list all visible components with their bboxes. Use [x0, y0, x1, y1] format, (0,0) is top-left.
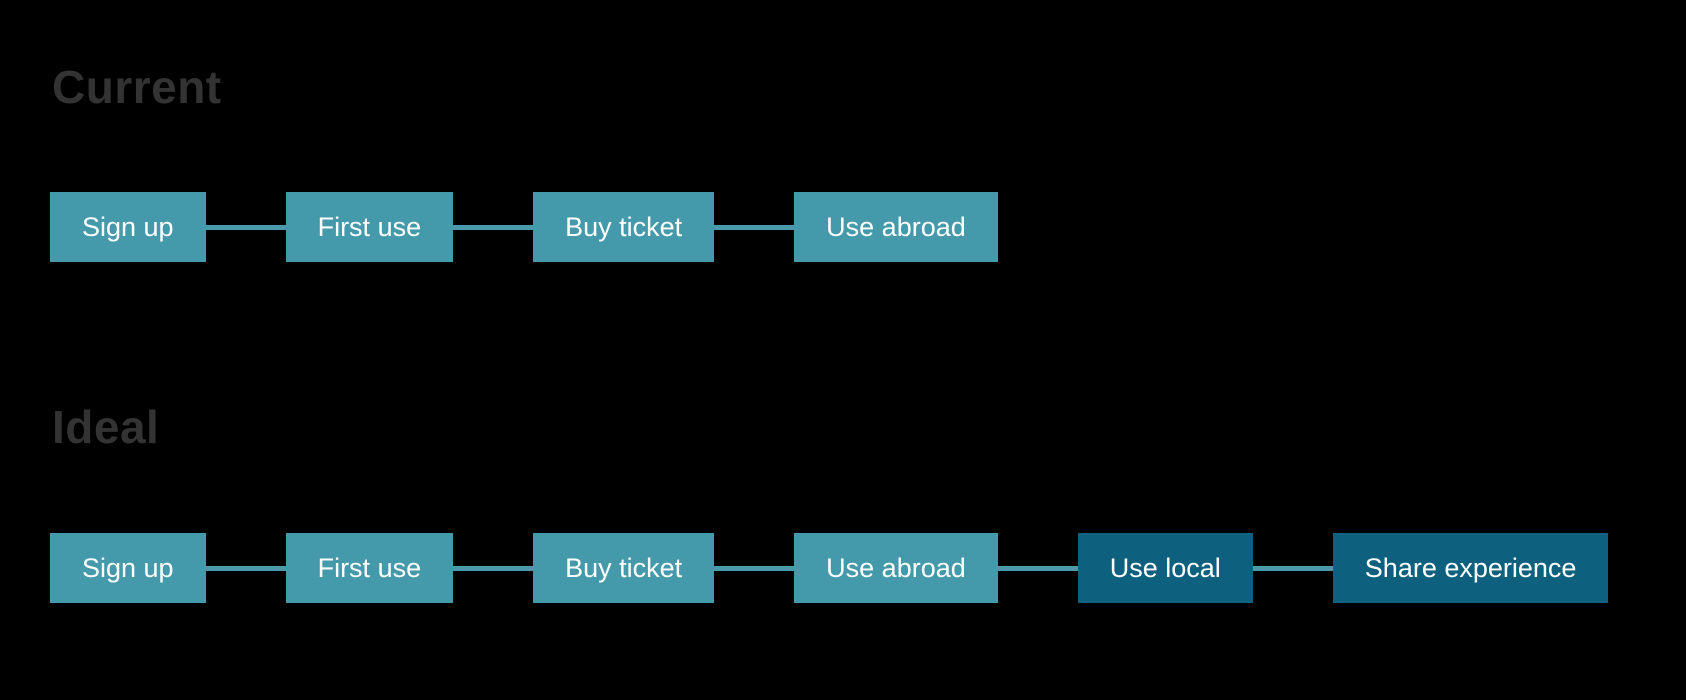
journey-step-sign-up: Sign up: [50, 533, 206, 603]
journey-step-use-abroad: Use abroad: [794, 533, 998, 603]
journey-step-first-use: First use: [285, 533, 454, 603]
journey-step-buy-ticket: Buy ticket: [533, 192, 715, 262]
journey-step-use-abroad: Use abroad: [794, 192, 998, 262]
connector-line: [997, 565, 1078, 571]
section-title-ideal: Ideal: [52, 401, 160, 453]
journey-step-use-local: Use local: [1077, 533, 1253, 603]
connector-line: [453, 224, 534, 230]
connector-line: [1252, 565, 1333, 571]
journey-step-sign-up: Sign up: [50, 192, 206, 262]
connector-line: [714, 565, 795, 571]
connector-line: [205, 224, 286, 230]
connector-line: [714, 224, 795, 230]
section-title-current: Current: [52, 61, 222, 113]
journey-step-buy-ticket: Buy ticket: [533, 533, 715, 603]
connector-line: [453, 565, 534, 571]
journey-step-first-use: First use: [285, 192, 454, 262]
journey-flow-ideal: Sign up First use Buy ticket Use abroad Use …: [50, 533, 1609, 603]
connector-line: [205, 565, 286, 571]
journey-step-share-experience: Share experience: [1332, 533, 1609, 603]
journey-flow-current: Sign up First use Buy ticket Use abroad: [50, 192, 998, 262]
